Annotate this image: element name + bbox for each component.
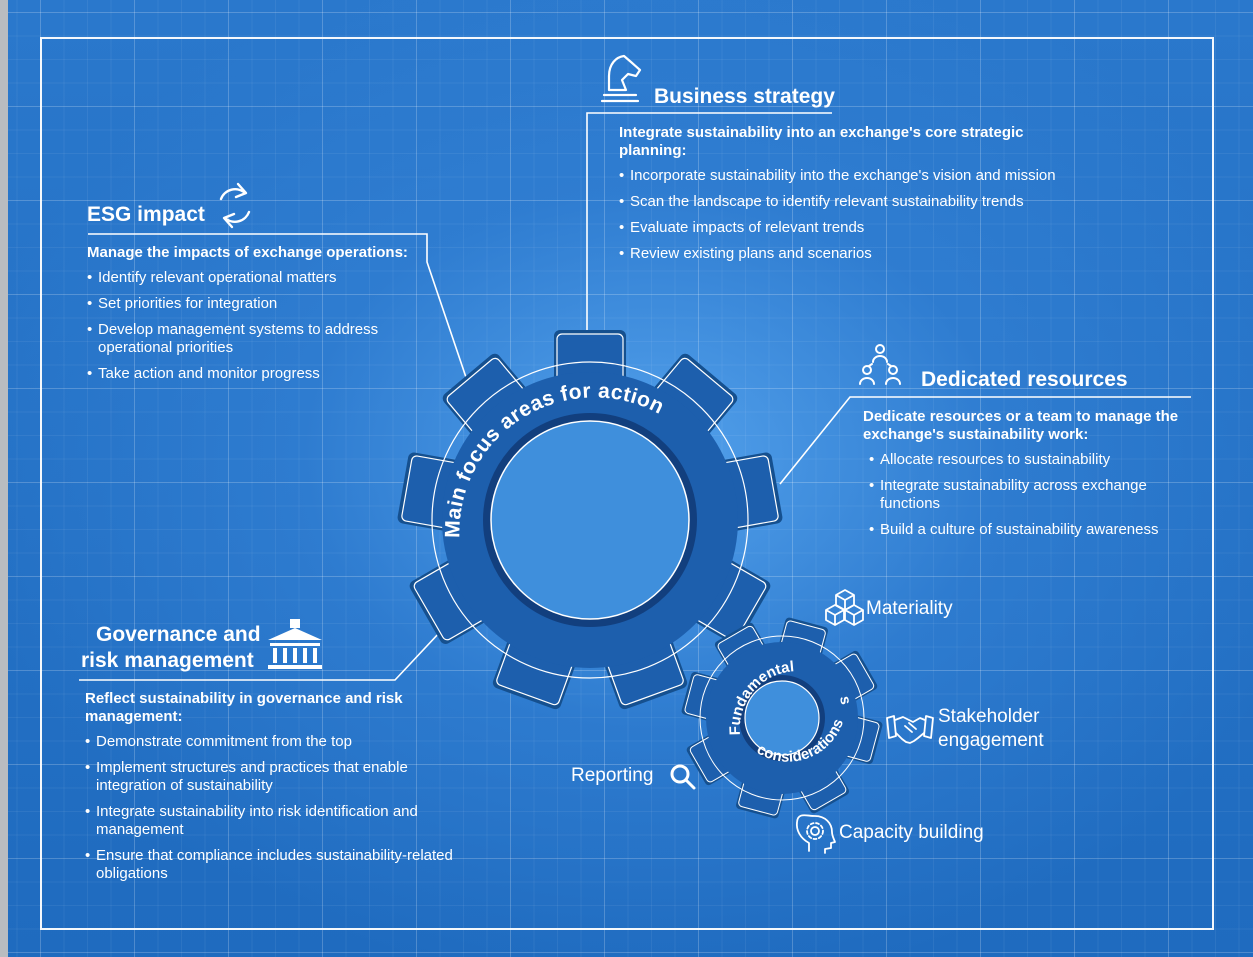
chess-knight-icon xyxy=(600,54,642,103)
list-item: Incorporate sustainability into the exch… xyxy=(619,167,1059,185)
list-item: Review existing plans and scenarios xyxy=(619,245,1059,263)
stakeholder-label-line1: Stakeholder xyxy=(938,706,1040,727)
governance-heading-line1: Governance and xyxy=(96,623,261,646)
magnifier-icon xyxy=(670,764,696,790)
small-gear xyxy=(681,617,883,819)
business-strategy-intro: Integrate sustainability into an exchang… xyxy=(619,124,1024,159)
list-item: Set priorities for integration xyxy=(87,295,427,313)
list-item: Build a culture of sustainability awaren… xyxy=(869,521,1203,539)
esg-impact-heading: ESG impact xyxy=(87,203,205,226)
list-item: Evaluate impacts of relevant trends xyxy=(619,219,1059,237)
reporting-label: Reporting xyxy=(571,765,654,786)
list-item: Scan the landscape to identify relevant … xyxy=(619,193,1059,211)
governance-connector xyxy=(79,631,441,681)
list-item: Ensure that compliance includes sustaina… xyxy=(85,847,465,883)
list-item: Implement structures and practices that … xyxy=(85,759,465,795)
governance-block: Reflect sustainability in governance and… xyxy=(85,690,465,891)
refresh-arrows-icon xyxy=(219,182,251,229)
list-item: Demonstrate commitment from the top xyxy=(85,733,465,751)
left-margin-strip xyxy=(0,0,8,957)
list-item: Allocate resources to sustainability xyxy=(869,451,1203,469)
head-gear-icon xyxy=(795,814,836,854)
list-item: Develop management systems to address op… xyxy=(87,321,427,357)
business-strategy-list: Incorporate sustainability into the exch… xyxy=(619,167,1059,263)
esg-impact-block: Manage the impacts of exchange operation… xyxy=(87,244,427,391)
list-item: Identify relevant operational matters xyxy=(87,269,427,287)
list-item: Integrate sustainability across exchange… xyxy=(869,477,1203,513)
dedicated-resources-block: Dedicate resources or a team to manage t… xyxy=(863,408,1203,547)
dedicated-resources-list: Allocate resources to sustainability Int… xyxy=(869,451,1203,539)
esg-impact-list: Identify relevant operational matters Se… xyxy=(87,269,427,383)
governance-intro: Reflect sustainability in governance and… xyxy=(85,690,403,725)
materiality-label: Materiality xyxy=(866,598,953,619)
small-gear-label-right: s xyxy=(836,695,854,706)
dedicated-resources-intro: Dedicate resources or a team to manage t… xyxy=(863,408,1179,443)
team-people-icon xyxy=(859,344,901,385)
esg-impact-intro: Manage the impacts of exchange operation… xyxy=(87,244,408,261)
handshake-icon xyxy=(886,715,934,744)
stakeholder-label-line2: engagement xyxy=(938,730,1044,751)
dedicated-resources-connector xyxy=(779,396,1191,485)
diagram-frame xyxy=(40,37,1214,930)
business-strategy-heading: Business strategy xyxy=(654,85,835,108)
stacked-cubes-icon xyxy=(825,589,864,626)
esg-impact-connector xyxy=(88,233,474,399)
list-item: Take action and monitor progress xyxy=(87,365,427,383)
business-strategy-block: Integrate sustainability into an exchang… xyxy=(619,124,1059,271)
capacity-building-label: Capacity building xyxy=(839,822,984,843)
list-item: Integrate sustainability into risk ident… xyxy=(85,803,465,839)
dedicated-resources-heading: Dedicated resources xyxy=(921,368,1128,391)
governance-heading-line2: risk management xyxy=(81,649,254,672)
business-strategy-connector xyxy=(586,112,832,345)
main-gear xyxy=(397,330,783,710)
institution-building-icon xyxy=(268,619,322,669)
governance-list: Demonstrate commitment from the top Impl… xyxy=(85,733,465,883)
